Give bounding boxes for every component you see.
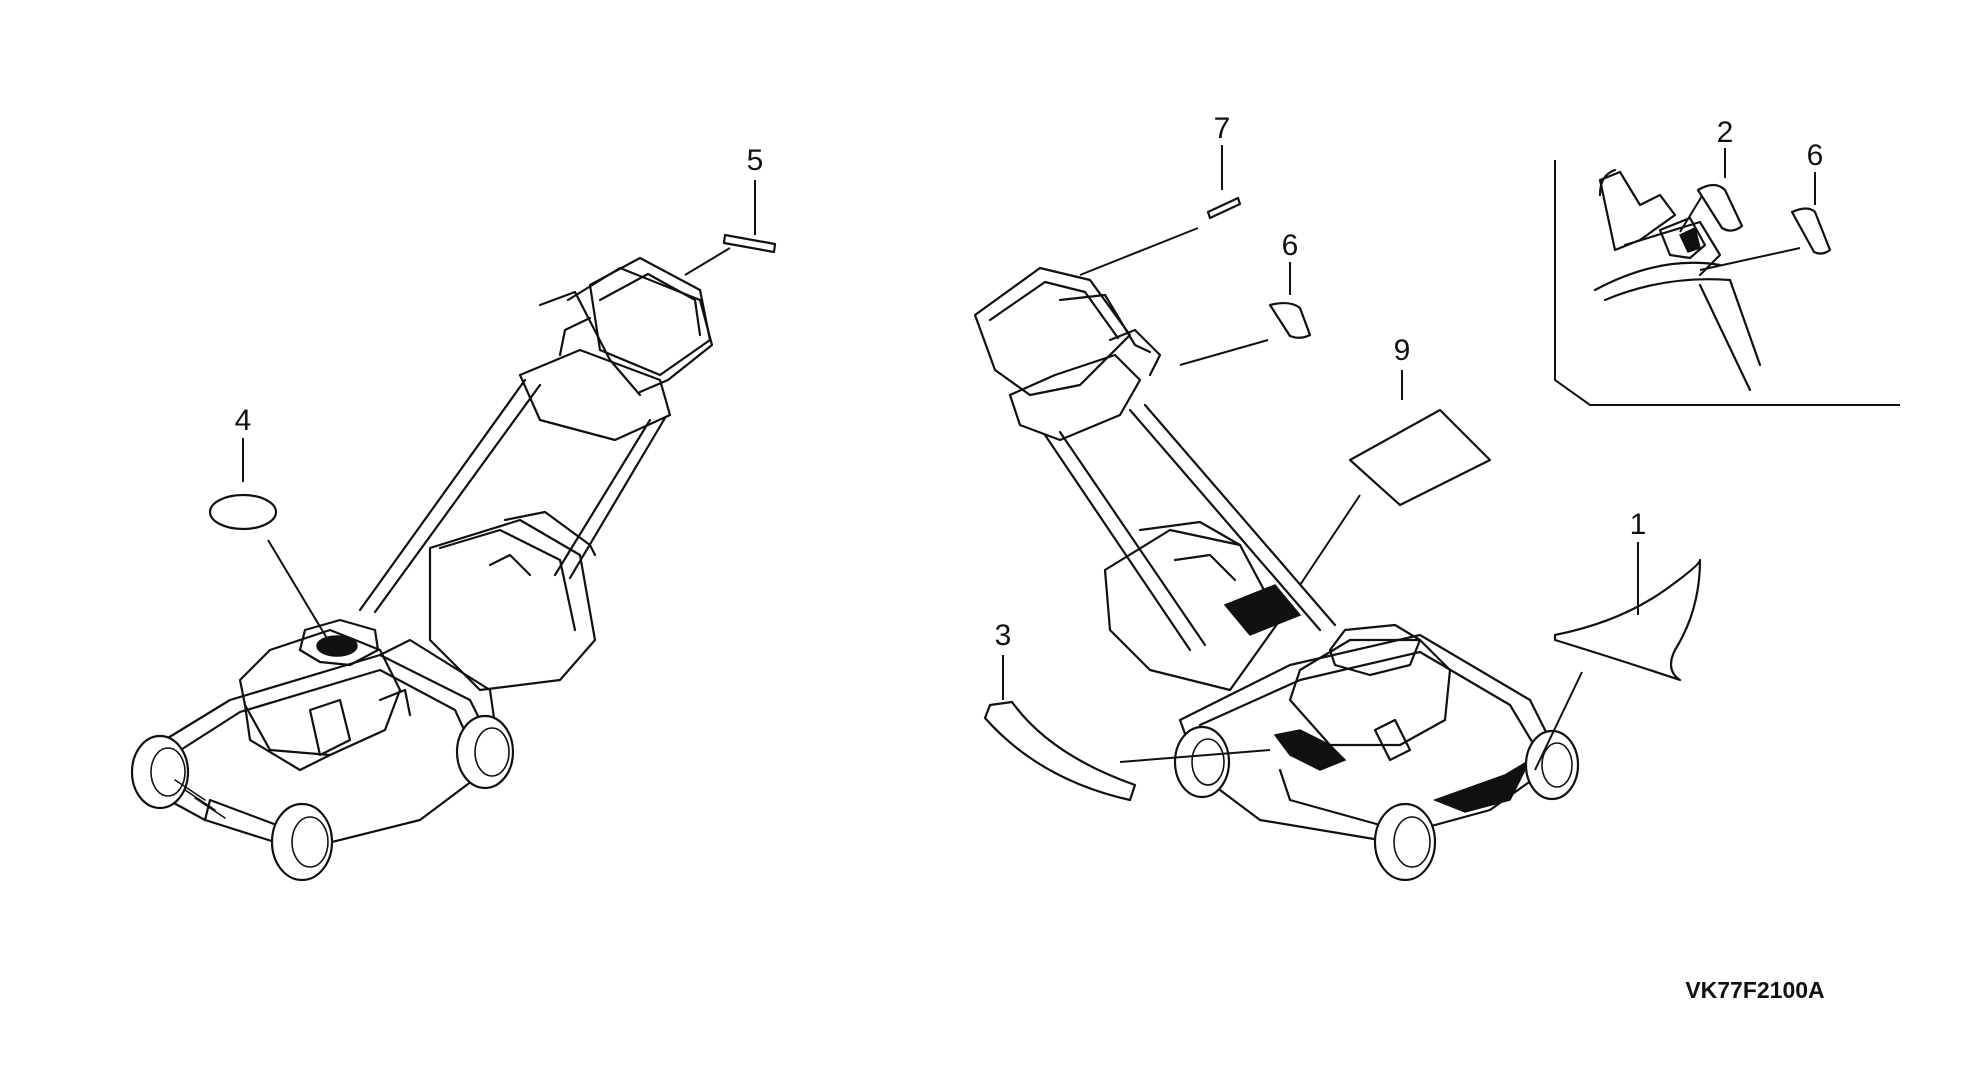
callout-6-main: 6 [1282,229,1299,262]
part-2-inset-label [1679,148,1744,233]
part-1-deck-label [1534,542,1702,771]
inset-detail [1554,160,1900,406]
part-9-instruction-label [1299,370,1492,586]
callout-4: 4 [235,404,252,437]
wheel-front-right [270,802,334,882]
part-6-curved-label [1179,262,1312,366]
wheel-right-front-left [1373,802,1437,882]
mower-right [973,266,1580,882]
callout-6-inset: 6 [1807,139,1824,172]
callout-2: 2 [1717,116,1734,149]
callout-9: 9 [1394,334,1411,367]
callout-3: 3 [995,619,1012,652]
part-7-small-label [1079,145,1242,276]
wheel-right-rear-left [1173,725,1231,799]
wheel-right-front-right [1524,729,1580,801]
callout-1: 1 [1630,508,1647,541]
part-6-inset-label [1699,172,1832,271]
callout-7: 7 [1214,112,1231,145]
part-5-handle-label [684,180,777,276]
mower-left [130,256,714,882]
callout-5: 5 [747,144,764,177]
part-3-curved-deck-label [983,655,1271,802]
part-4-oval-label [208,438,329,641]
wheel-rear-right [455,714,515,790]
wheel-front-left [130,734,190,810]
drawing-code: VK77F2100A [1685,977,1824,1003]
